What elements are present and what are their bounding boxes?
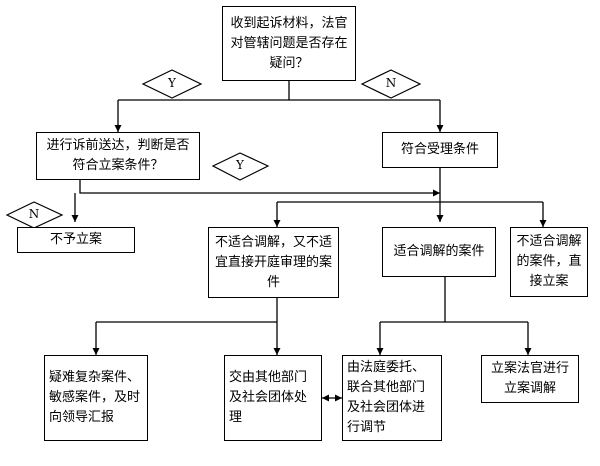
prefile-check-text: 进行诉前送达，判断是否符合立案条件？ [46, 138, 190, 173]
decision-diamond-y-top [141, 69, 203, 99]
decision-label-yes-mid: Y [236, 158, 244, 172]
suitable-mediation-node: 适合调解的案件 [382, 227, 496, 277]
filing-judge-node: 立案法官进行立案调解 [481, 355, 579, 403]
other-departments-node: 交由其他部门及社会团体处理 [224, 355, 322, 441]
decision-label-no-top: N [385, 76, 397, 90]
filing-judge-text: 立案法官进行立案调解 [490, 361, 569, 396]
meet-conditions-text: 符合受理条件 [400, 142, 479, 157]
decision-label-no-left: N [28, 207, 40, 221]
decision-diamond-n-top [360, 69, 422, 99]
unsuitable-mediation-direct-text: 不适合调解的案件，直接立案 [516, 234, 582, 289]
meet-conditions-node: 符合受理条件 [382, 132, 498, 168]
reject-node: 不予立案 [17, 227, 135, 253]
unsuitable-mediation-trial-text: 不适合调解，又不适宜直接开庭审理的案件 [214, 234, 332, 290]
court-entrust-node: 由法庭委托、联合其他部门及社会团体进行调节 [342, 355, 442, 441]
court-entrust-text: 由法庭委托、联合其他部门及社会团体进行调节 [347, 360, 426, 435]
reject-text: 不予立案 [49, 232, 102, 247]
suitable-mediation-text: 适合调解的案件 [393, 244, 485, 259]
decision-label-yes-top: Y [168, 76, 176, 90]
unsuitable-mediation-direct-node: 不适合调解的案件，直接立案 [510, 227, 588, 297]
decision-diamond-y-mid [211, 152, 270, 181]
prefile-check-node: 进行诉前送达，判断是否符合立案条件？ [36, 132, 200, 180]
other-departments-text: 交由其他部门及社会团体处理 [229, 370, 308, 425]
difficult-cases-node: 疑难复杂案件、敏感案件，及时向领导汇报 [44, 355, 148, 441]
start-node: 收到起诉材料，法官对管辖问题是否存在疑问？ [222, 6, 356, 81]
unsuitable-mediation-trial-node: 不适合调解，又不适宜直接开庭审理的案件 [208, 227, 339, 298]
difficult-cases-text: 疑难复杂案件、敏感案件，及时向领导汇报 [49, 370, 141, 425]
start-node-text: 收到起诉材料，法官对管辖问题是否存在疑问？ [230, 15, 348, 71]
decision-diamond-n-left [5, 201, 64, 229]
